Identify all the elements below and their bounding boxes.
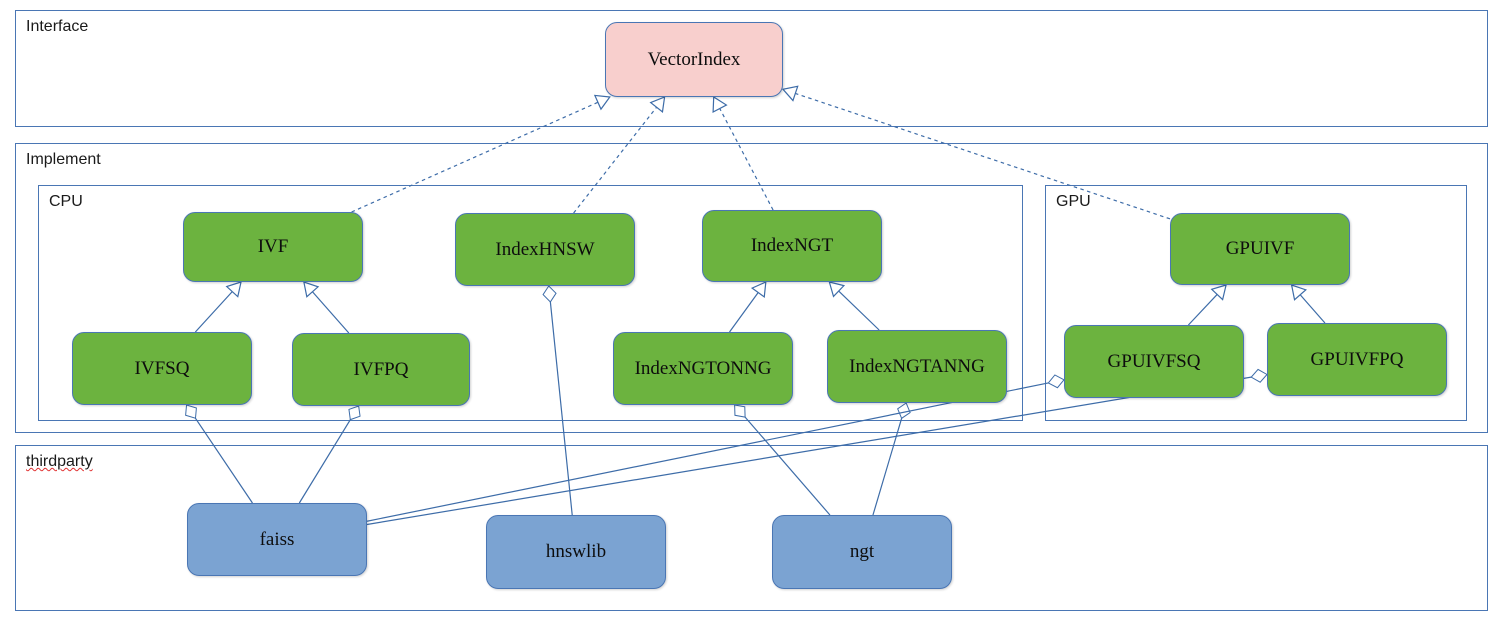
arrowhead-filled-diamond	[348, 405, 361, 421]
node-label: GPUIVFPQ	[1310, 348, 1404, 370]
edge-faiss-to-gpuivfsq	[366, 374, 1065, 522]
package-label-gpu: GPU	[1056, 193, 1091, 210]
node-indexhnsw[interactable]: IndexHNSW	[455, 213, 635, 286]
edge-indexngt-to-vectorindex	[712, 95, 774, 211]
node-label: GPUIVFSQ	[1107, 350, 1201, 372]
edge-gpuivf-to-vectorindex	[781, 85, 1171, 220]
arrowhead-hollow-triangle	[781, 85, 799, 102]
node-ngt[interactable]: ngt	[772, 515, 952, 589]
node-vectorindex[interactable]: VectorIndex	[605, 22, 783, 97]
node-gpuivfpq[interactable]: GPUIVFPQ	[1267, 323, 1447, 396]
arrowhead-filled-diamond	[542, 285, 557, 303]
package-gpu	[1045, 185, 1467, 421]
node-ivf[interactable]: IVF	[183, 212, 363, 282]
edge-faiss-to-ivfsq	[185, 404, 253, 504]
node-hnswlib[interactable]: hnswlib	[486, 515, 666, 589]
arrowhead-filled-diamond	[1047, 374, 1065, 389]
arrowhead-hollow-triangle	[303, 281, 320, 298]
edge-ivf-to-vectorindex	[351, 94, 611, 213]
package-interface	[15, 10, 1488, 127]
edge-ivfpq-to-ivf	[303, 281, 350, 334]
edge-ngt-to-indexngtanng	[872, 402, 911, 516]
edge-ivfsq-to-ivf	[194, 281, 242, 333]
node-label: hnswlib	[545, 541, 607, 562]
arrowhead-hollow-triangle	[828, 281, 846, 298]
edge-indexngtanng-to-indexngt	[828, 281, 880, 331]
edge-ngt-to-indexngtonng	[734, 404, 831, 516]
node-label: GPUIVF	[1225, 238, 1295, 259]
package-label-implement: Implement	[26, 151, 101, 168]
arrowhead-hollow-triangle	[750, 281, 767, 299]
arrowhead-hollow-triangle	[1210, 284, 1227, 301]
node-label: IVF	[257, 236, 289, 257]
package-thirdparty	[15, 445, 1488, 611]
package-label-interface: Interface	[26, 18, 89, 35]
node-indexngtonng[interactable]: IndexNGTONNG	[613, 332, 793, 405]
node-ivfpq[interactable]: IVFPQ	[292, 333, 470, 406]
node-label: IndexNGT	[750, 235, 834, 256]
edge-gpuivfpq-to-gpuivf	[1290, 284, 1326, 324]
node-ivfsq[interactable]: IVFSQ	[72, 332, 252, 405]
arrowhead-hollow-triangle	[225, 281, 242, 298]
node-label: IndexHNSW	[495, 238, 595, 260]
arrowhead-hollow-triangle	[1290, 284, 1307, 301]
package-cpu	[38, 185, 1023, 421]
node-label: IndexNGTANNG	[849, 355, 985, 377]
node-label: ngt	[849, 541, 875, 562]
edge-faiss-to-ivfpq	[298, 405, 361, 504]
node-indexngt[interactable]: IndexNGT	[702, 210, 882, 282]
edge-indexhnsw-to-vectorindex	[573, 96, 666, 214]
arrowhead-hollow-triangle	[712, 95, 728, 114]
node-gpuivf[interactable]: GPUIVF	[1170, 213, 1350, 285]
node-indexngtanng[interactable]: IndexNGTANNG	[827, 330, 1007, 403]
arrowhead-filled-diamond	[734, 404, 746, 418]
edge-faiss-to-gpuivfpq	[366, 368, 1268, 526]
node-label: IVFPQ	[353, 358, 409, 380]
node-faiss[interactable]: faiss	[187, 503, 367, 576]
node-gpuivfsq[interactable]: GPUIVFSQ	[1064, 325, 1244, 398]
arrowhead-hollow-triangle	[593, 94, 611, 111]
arrowhead-hollow-triangle	[649, 96, 666, 113]
node-label: faiss	[259, 528, 295, 550]
arrowhead-filled-diamond	[897, 402, 911, 420]
edge-gpuivfsq-to-gpuivf	[1187, 284, 1227, 326]
package-label-cpu: CPU	[49, 193, 83, 210]
arrowhead-filled-diamond	[1250, 368, 1268, 383]
package-implement	[15, 143, 1488, 433]
arrowhead-filled-diamond	[185, 404, 197, 419]
edge-hnswlib-to-indexhnsw	[542, 285, 573, 516]
package-label-thirdparty: thirdparty	[26, 453, 93, 470]
node-label: VectorIndex	[647, 48, 741, 70]
edge-indexngtonng-to-indexngt	[729, 281, 767, 333]
node-label: IVFSQ	[134, 357, 190, 379]
node-label: IndexNGTONNG	[634, 357, 772, 379]
